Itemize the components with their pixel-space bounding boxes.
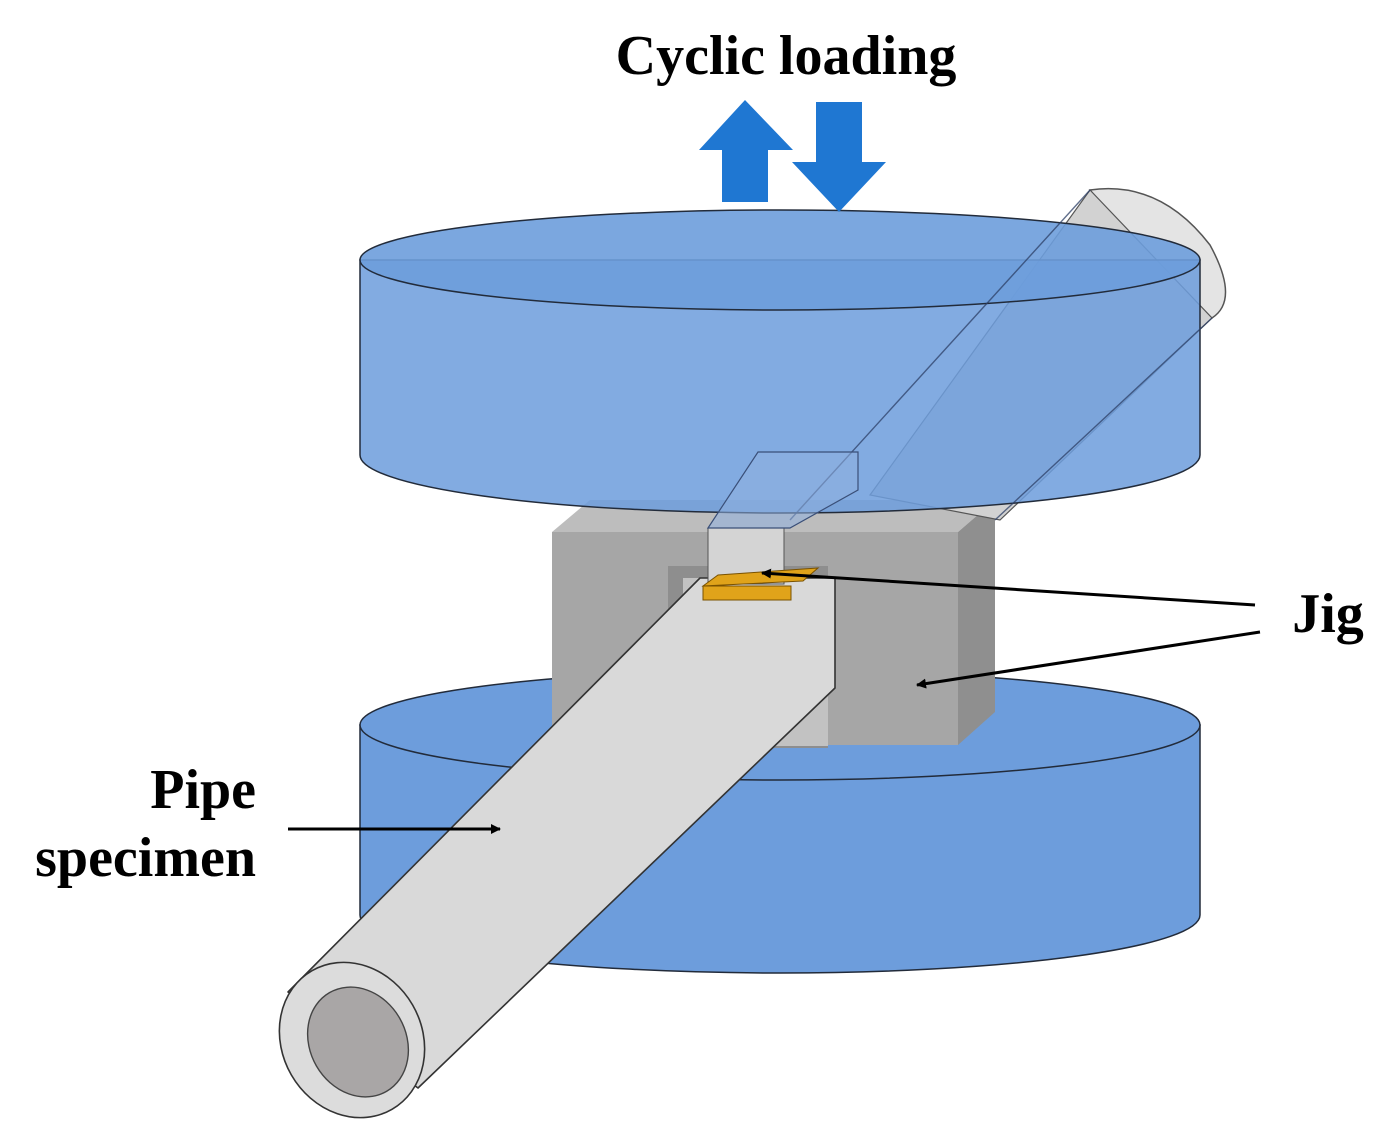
- pipe-edge-through-plate-2: [994, 317, 1213, 521]
- top-plate: [359, 189, 1213, 529]
- jig-pointer-lower: [916, 630, 1261, 689]
- pipe-label-line2: specimen: [35, 827, 256, 889]
- arrow-up-icon: [699, 100, 793, 202]
- gauge-top: [701, 567, 820, 587]
- pipe-specimen: [278, 577, 836, 1119]
- jig-pointer-upper: [761, 568, 1256, 607]
- cyclic-loading-arrows: [699, 100, 886, 212]
- pipe-end-inner: [306, 986, 410, 1098]
- jig-label: Jig: [1292, 583, 1364, 645]
- pipe-body: [287, 577, 836, 1089]
- jig-side-face: [958, 500, 995, 745]
- clamp-top-through-plate: [706, 451, 859, 529]
- pointer-arrows: [288, 568, 1261, 834]
- arrow-down-icon: [792, 102, 886, 212]
- top-plate-top: [359, 209, 1201, 311]
- cyclic-loading-label: Cyclic loading: [616, 25, 957, 87]
- pipe-label-line1: Pipe: [150, 759, 256, 821]
- strain-gauge: [702, 585, 792, 601]
